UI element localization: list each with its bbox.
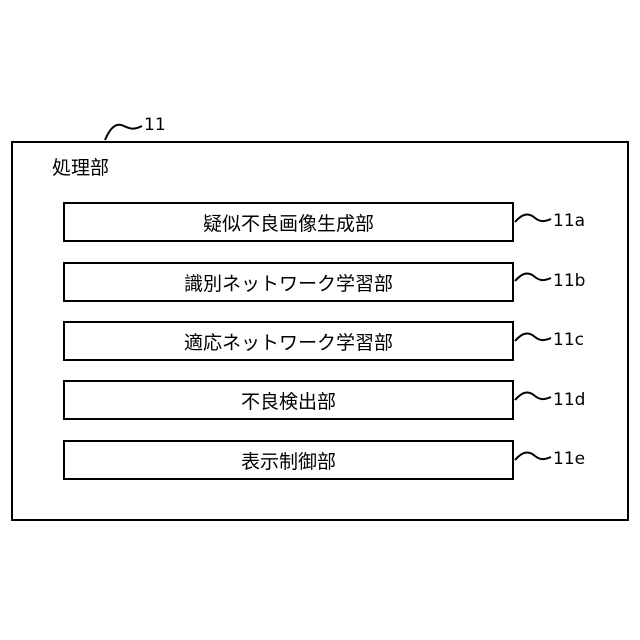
unit-box-discriminator-network-learning: 識別ネットワーク学習部 (63, 262, 514, 302)
unit-label: 疑似不良画像生成部 (203, 209, 374, 236)
unit-label: 不良検出部 (241, 387, 336, 414)
unit-label: 表示制御部 (241, 447, 336, 474)
unit-box-pseudo-defect-image-generator: 疑似不良画像生成部 (63, 202, 514, 242)
ref-label-11d: 11d (553, 390, 585, 410)
unit-label: 適応ネットワーク学習部 (184, 328, 393, 355)
ref-label-11e: 11e (553, 449, 585, 469)
leader-line-11 (105, 125, 142, 140)
ref-label-11c: 11c (553, 330, 584, 350)
unit-box-adaptive-network-learning: 適応ネットワーク学習部 (63, 321, 514, 361)
ref-label-outer: 11 (144, 115, 166, 135)
processing-unit-title: 処理部 (52, 156, 109, 180)
unit-label: 識別ネットワーク学習部 (184, 269, 393, 296)
ref-label-11a: 11a (553, 211, 585, 231)
unit-box-display-control: 表示制御部 (63, 440, 514, 480)
ref-label-11b: 11b (553, 271, 585, 291)
unit-box-defect-detection: 不良検出部 (63, 380, 514, 420)
